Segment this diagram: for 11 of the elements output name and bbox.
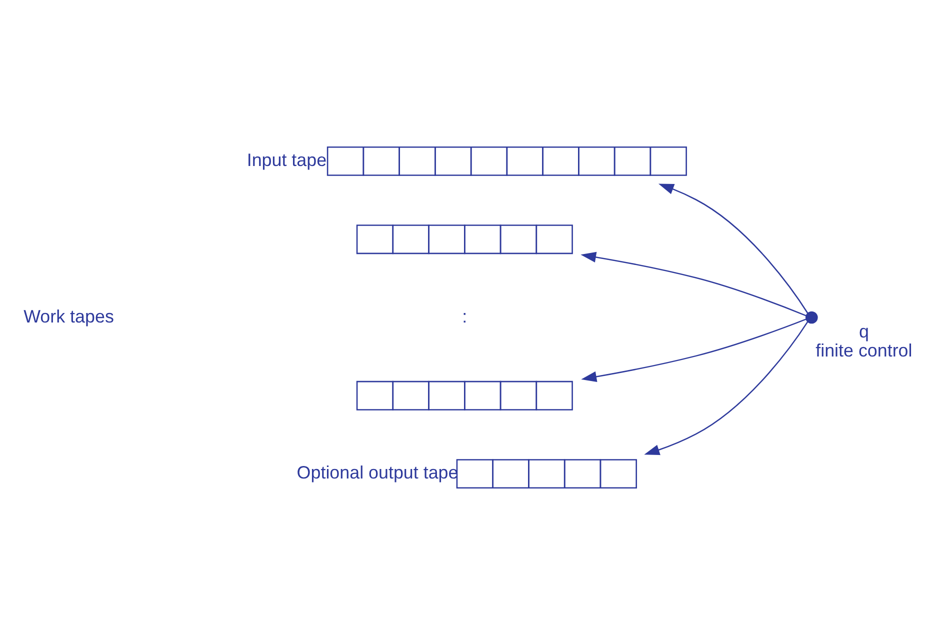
- arrow: [658, 184, 808, 314]
- node-label: Optional output tape: [296, 462, 458, 483]
- node-label: Input tape: [246, 150, 327, 170]
- arrow: [580, 252, 806, 316]
- node-label: q: [858, 321, 869, 342]
- arrow: [581, 318, 806, 382]
- node-circle: [805, 311, 818, 324]
- node-label: finite control: [816, 340, 912, 361]
- label: Work tapes: [24, 306, 114, 326]
- label: :: [462, 306, 468, 326]
- arrow: [644, 321, 808, 456]
